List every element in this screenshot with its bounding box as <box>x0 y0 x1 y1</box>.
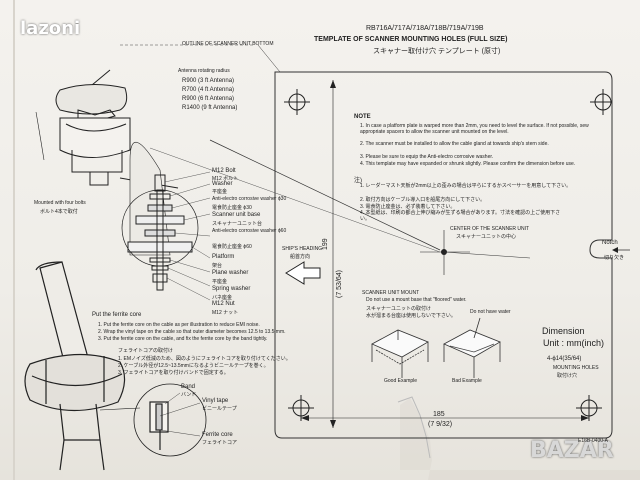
antenna-r1: R900 (3 ft Antenna) <box>182 78 235 84</box>
dim-horizontal: 185 <box>433 411 445 418</box>
unit-label: Unit : mm(inch) <box>543 338 605 348</box>
ships-heading-label: SHIP'S HEADING <box>282 246 323 252</box>
dim-horizontal-in: (7 9/32) <box>428 421 453 428</box>
center-label: CENTER OF THE SCANNER UNIT <box>450 226 530 232</box>
part-base: Scanner unit base <box>212 212 261 218</box>
part-washer-30-jp: 電食防止座金 ϕ30 <box>212 205 252 211</box>
ferrite-step-1: 1. Put the ferrite core on the cable as … <box>98 322 260 328</box>
template-title-jp: スキャナー取付け穴 テンプレート (原寸) <box>373 48 501 55</box>
good-example-label: Good Example <box>384 378 418 384</box>
holes-label: 4-ϕ14(35/64) <box>547 356 582 362</box>
heading-arrow <box>285 261 321 285</box>
note-3: 3. Please be sure to equip the Anti-elec… <box>360 154 494 160</box>
ships-heading-label-jp: 船首方向 <box>290 254 311 260</box>
part-bolt-jp: M12 ボルト <box>212 176 239 182</box>
band-label-jp: バンド <box>181 392 197 398</box>
jp-note-1: 1. レーダーマスト天板が2mm以上の歪みの場合は平らにするかスペーサーを用意し… <box>360 183 572 189</box>
bad-example-label: Bad Example <box>452 378 482 384</box>
part-numbers: RB716A/717A/718A/718B/719A/719B <box>366 25 484 32</box>
mount-base-text: Do not use a mount base that "floored" w… <box>366 297 467 303</box>
notch-label-jp: 切り欠き <box>604 255 625 261</box>
part-base-jp: スキャナーユニット台 <box>212 221 263 227</box>
part-plane-washer-jp: 平座金 <box>212 279 228 285</box>
mounted-with-label-jp: ボルト4本で取付 <box>40 209 78 215</box>
part-platform: Platform <box>212 254 235 260</box>
part-nut: M12 Nut <box>212 301 235 307</box>
dim-vertical-in: (7 53/64) <box>336 269 343 298</box>
ferrite-title-jp: フェライトコアの取付け <box>118 348 174 354</box>
mounting-holes-label: MOUNTING HOLES <box>553 365 599 371</box>
bolt-stack-drawing <box>121 141 199 291</box>
ferrite-step-1-jp: 1. EMノイズ低減のため、図のようにフェライトコアを取り付けてください。 <box>118 356 291 362</box>
watermark-right: BAZAR <box>530 438 614 463</box>
doc-code: E16B-0400-A <box>578 438 609 444</box>
mount-examples <box>371 317 501 378</box>
mount-base-jp-2: 水が溜まる台座は使用しないで下さい。 <box>366 313 456 319</box>
jp-note-title: 注) <box>354 178 362 184</box>
dimension-label: Dimension <box>542 326 585 336</box>
part-washer-30: Anti-electro corrosive washer ϕ30 <box>212 196 287 202</box>
outline-label: OUTLINE OF SCANNER UNIT BOTTOM <box>182 41 274 47</box>
band-label: Band <box>181 384 196 390</box>
antenna-drawing <box>35 69 179 189</box>
antenna-r2: R700 (4 ft Antenna) <box>182 87 235 93</box>
watermark-left: lazoni <box>20 18 81 39</box>
center-label-jp: スキャナーユニットの中心 <box>456 234 517 240</box>
note-1: 1. In case a platform plate is warped mo… <box>360 123 589 135</box>
mounted-with-label: Mounted with four bolts <box>34 200 86 206</box>
ferrite-label: Ferrite core <box>202 432 233 438</box>
mount-base-jp: スキャナーユニットの取付け <box>366 306 432 312</box>
part-spring-washer-jp: バネ座金 <box>212 295 233 301</box>
antenna-r3: R900 (6 ft Antenna) <box>182 96 235 102</box>
part-bolt: M12 Bolt <box>212 168 236 174</box>
antenna-radius-label: Antenna rotating radius <box>178 68 230 74</box>
part-washer-60: Anti-electro corrosive washer ϕ60 <box>212 228 287 234</box>
ferrite-core-drawing <box>24 261 207 471</box>
part-washer-60-jp: 電食防止座金 ϕ60 <box>212 244 252 250</box>
part-platform-jp: 架台 <box>212 263 223 269</box>
vinyl-label: Vinyl tape <box>202 398 229 404</box>
note-4: 4. This template may have expanded or sh… <box>360 161 576 167</box>
part-spring-washer: Spring washer <box>212 286 251 292</box>
part-washer: Washer <box>212 181 233 187</box>
antenna-r4: R1400 (9 ft Antenna) <box>182 105 238 111</box>
ferrite-step-2-jp: 2. ケーブル外径が12.5~13.5mmになるようビニールテープを巻く。 <box>118 363 269 369</box>
ferrite-step-3: 3. Put the ferrite core on the cable, an… <box>98 336 268 342</box>
ferrite-title: Put the ferrite core <box>92 312 142 318</box>
ferrite-label-jp: フェライトコア <box>202 440 238 446</box>
dim-vertical: 199 <box>322 238 329 250</box>
bad-top-label: Do not have water <box>470 309 511 315</box>
template-title: TEMPLATE OF SCANNER MOUNTING HOLES (FULL… <box>314 36 508 43</box>
ferrite-step-2: 2. Wrap the vinyl tape on the cable so t… <box>98 329 286 335</box>
jp-note-3: 3. 電食防止座金は、必ず装着して下さい。 <box>360 204 456 210</box>
note-title: NOTE <box>354 114 371 120</box>
mounting-holes <box>284 89 612 421</box>
part-washer-jp: 平座金 <box>212 189 228 195</box>
part-nut-jp: M12 ナット <box>212 310 239 316</box>
ferrite-step-3-jp: 3. フェライトコアを取り付けバンドで固定する。 <box>118 370 229 376</box>
vinyl-label-jp: ビニールテープ <box>202 406 237 412</box>
note-2: 2. The scanner must be installed to allo… <box>360 141 549 147</box>
mounting-holes-label-jp: 取付け穴 <box>557 373 578 379</box>
template-outline <box>274 71 613 439</box>
jp-note-4: 4. 本型紙は、印刷の都合上伸び縮みが生ずる場合があります。寸法を確認の上ご使用… <box>360 210 561 222</box>
notch-label: Notch <box>602 240 618 246</box>
jp-note-2: 2. 取付方向はケーブル導入口を船尾方向にして下さい。 <box>360 197 486 203</box>
mount-base-title: SCANNER UNIT MOUNT <box>362 290 420 296</box>
part-plane-washer: Plane washer <box>212 270 249 276</box>
